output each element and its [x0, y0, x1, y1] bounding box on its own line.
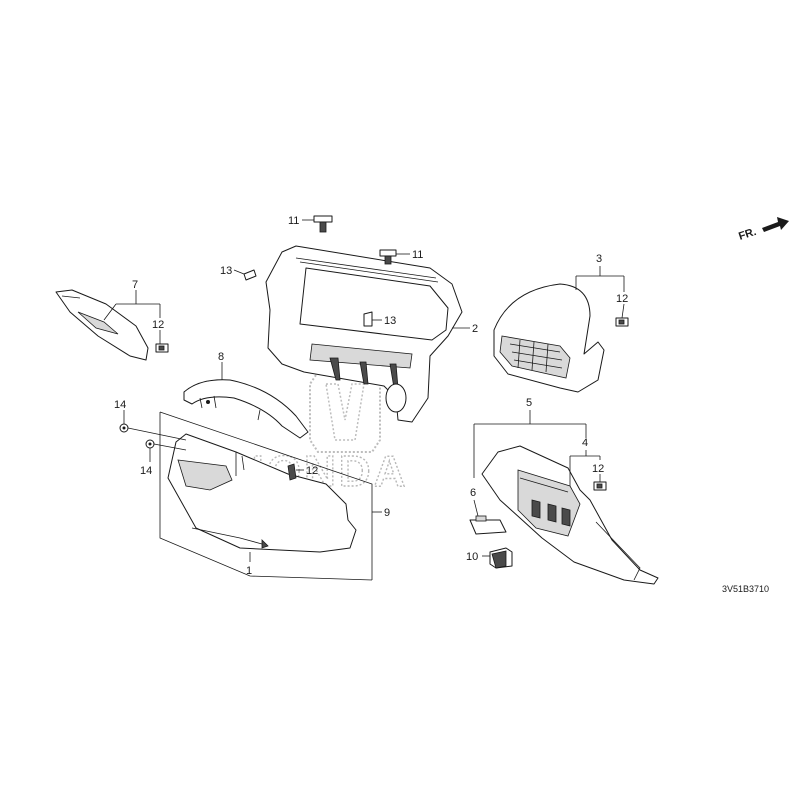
- part-11-clip-top: [313, 215, 333, 233]
- callout-2: 2: [472, 323, 478, 335]
- part-13-screw-center: [363, 311, 373, 327]
- leader-lines: [103, 219, 625, 581]
- callout-14-lower: 14: [140, 465, 152, 477]
- part-13-screw-left: [243, 269, 257, 281]
- callout-9: 9: [384, 507, 390, 519]
- callout-13-left: 13: [220, 265, 232, 277]
- callout-10: 10: [466, 551, 478, 563]
- diagram-code: 3V51B3710: [722, 584, 769, 594]
- callout-5: 5: [526, 397, 532, 409]
- part-14-clip-lower: [145, 439, 155, 449]
- callout-7: 7: [132, 279, 138, 291]
- callout-3: 3: [596, 253, 602, 265]
- front-direction-label: FR.: [737, 226, 758, 243]
- callout-4: 4: [582, 437, 588, 449]
- part-2-meter-visor: [265, 245, 463, 423]
- callout-11-top: 11: [288, 215, 299, 227]
- callout-1: 1: [246, 565, 252, 577]
- callout-6: 6: [470, 487, 476, 499]
- part-12-clip-d: [593, 481, 607, 491]
- part-8-column-cover: [183, 379, 309, 439]
- callout-14-upper: 14: [114, 399, 126, 411]
- part-12-clip-a: [155, 343, 169, 353]
- part-7-side-panel: [55, 289, 149, 361]
- front-direction-indicator: FR.: [737, 217, 789, 243]
- callout-8: 8: [218, 351, 224, 363]
- part-5-center-panel: [481, 445, 659, 585]
- callout-13-center: 13: [384, 315, 396, 327]
- callout-12-near-1: 12: [306, 465, 318, 477]
- callout-12-under-3: 12: [616, 293, 628, 305]
- callout-11-right: 11: [412, 249, 423, 261]
- front-direction-arrow-icon: [762, 217, 789, 232]
- part-12-clip-b: [615, 317, 629, 327]
- callout-labels: 11 11 13 13 2 3 12 7 12 8 14 14 12 9 1 5…: [114, 215, 628, 577]
- part-11-clip-right: [379, 249, 397, 265]
- part-12-clip-c: [287, 463, 297, 481]
- part-14-clip-upper: [119, 423, 129, 433]
- callout-12-under-7: 12: [152, 319, 164, 331]
- callout-12-near-4: 12: [592, 463, 604, 475]
- part-1-lower-cover: [167, 433, 357, 553]
- part-10-switch-box: [489, 547, 513, 569]
- part-3-vent-garnish: [493, 283, 605, 393]
- part-6-lid: [469, 515, 507, 535]
